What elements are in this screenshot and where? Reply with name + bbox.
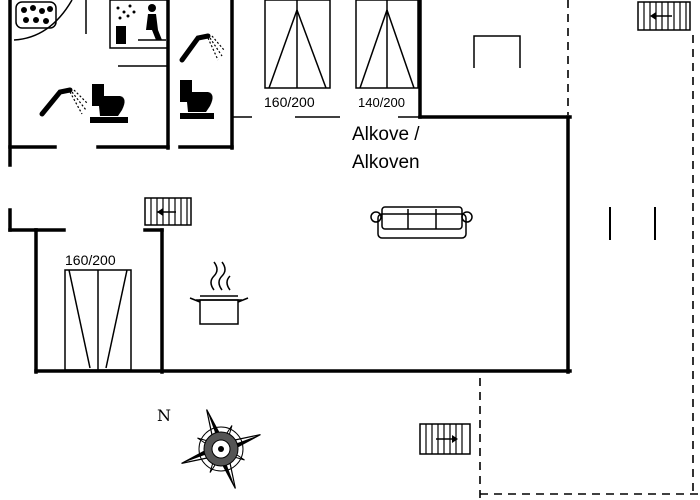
shower-icon: [179, 33, 225, 63]
outdoor-table-icon: [473, 35, 521, 68]
bed-size-label: 160/200: [65, 252, 116, 268]
stairs-icon: [144, 197, 192, 226]
shower-icon: [39, 87, 89, 117]
stairs-icon: [637, 1, 691, 31]
whirlpool-icon: [15, 1, 57, 29]
cooking-pot-icon: [189, 261, 249, 325]
room-label-line2: Alkoven: [352, 152, 420, 173]
stairs-icon: [419, 423, 471, 455]
bed-140-top: [355, 0, 419, 89]
walls: [8, 0, 572, 374]
toilet-icon: [90, 84, 128, 123]
compass-north-label: N: [157, 406, 171, 425]
sofa-icon: [370, 206, 473, 239]
bed-160-bottom: [64, 269, 132, 371]
bed-size-label: 140/200: [358, 95, 405, 110]
sauna-icon: [116, 4, 166, 44]
bed-size-label: 160/200: [264, 94, 315, 110]
bed-160-top: [264, 0, 331, 89]
toilet-icon: [180, 80, 214, 119]
terrace-bench: [609, 207, 656, 240]
room-label-line1: Alkove /: [352, 124, 420, 145]
terrace-outline: [479, 0, 700, 500]
compass-rose-icon: [181, 409, 261, 489]
